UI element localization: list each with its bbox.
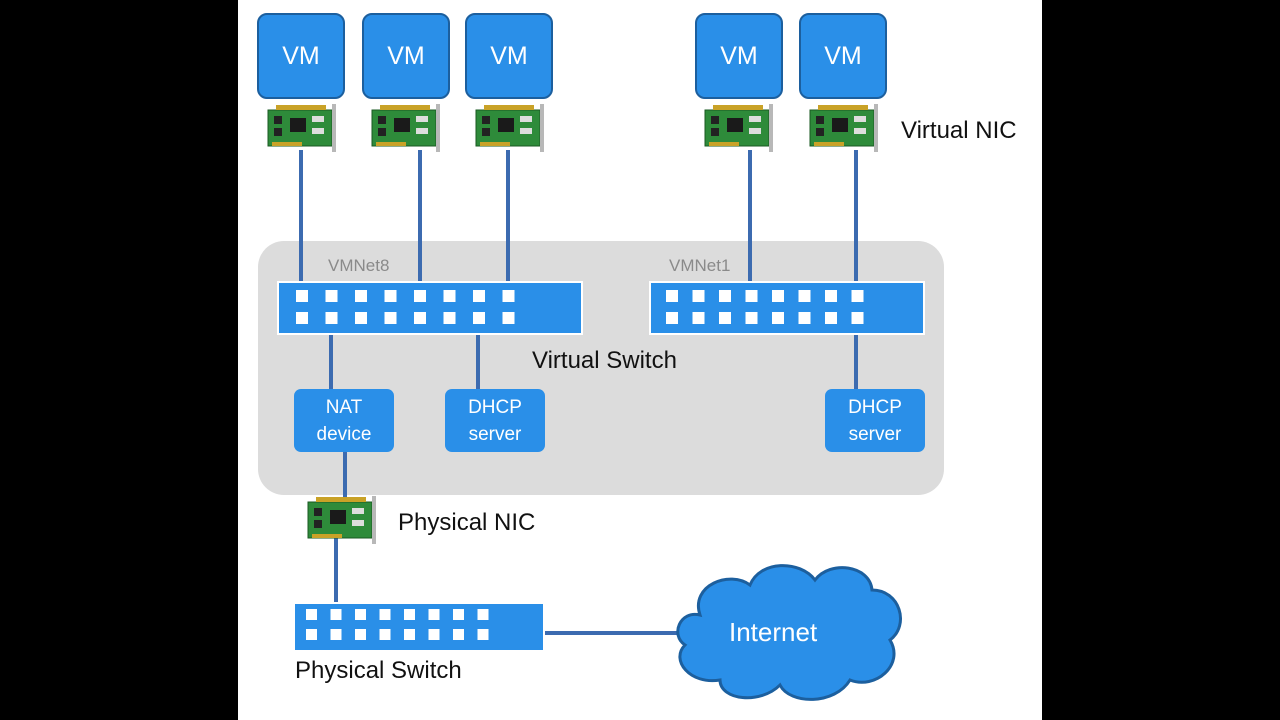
vm-box-1: VM — [257, 13, 345, 99]
switch-port — [428, 609, 440, 620]
physical-switch-label: Physical Switch — [295, 657, 462, 684]
switch-vmnet8 — [277, 281, 583, 335]
dhcp-b-line-1: DHCP — [848, 397, 902, 418]
switch-port — [666, 312, 678, 324]
dhcp-server-box-a: DHCP server — [445, 389, 545, 452]
switch-port — [477, 629, 489, 640]
switch-port — [453, 609, 464, 620]
dhcp-a-line-1: DHCP — [468, 397, 522, 418]
nat-device-box: NAT device — [294, 389, 394, 452]
virtual-nic-card-1 — [267, 104, 336, 152]
switch-port — [851, 290, 864, 302]
switch-port — [473, 312, 485, 324]
internet-label: Internet — [729, 617, 818, 647]
switch-port — [384, 290, 397, 302]
dhcp-server-box-b: DHCP server — [825, 389, 925, 452]
vmnet1-label: VMNet1 — [669, 256, 731, 275]
switch-port — [296, 312, 308, 324]
switch-vmnet1 — [649, 281, 925, 335]
physical-nic-card — [307, 496, 376, 544]
switch-port — [772, 312, 784, 324]
switch-port — [379, 609, 391, 620]
switch-port — [719, 312, 731, 324]
switch-port — [306, 609, 317, 620]
switch-port — [692, 312, 705, 324]
switch-port — [719, 290, 731, 302]
switch-port — [772, 290, 784, 302]
switch-port — [355, 290, 367, 302]
vm-box-3: VM — [465, 13, 553, 99]
switch-port — [325, 312, 338, 324]
virtual-nic-label: Virtual NIC — [901, 117, 1017, 144]
nat-line-2: device — [316, 424, 372, 445]
vm-box-5: VM — [799, 13, 887, 99]
switch-port — [330, 609, 342, 620]
switch-port — [502, 312, 515, 324]
switch-port — [404, 629, 415, 640]
switch-port — [692, 290, 705, 302]
switch-port — [379, 629, 391, 640]
switch-port — [330, 629, 342, 640]
nat-line-1: NAT — [325, 397, 363, 418]
internet-cloud — [676, 564, 902, 701]
switch-port — [666, 290, 678, 302]
dhcp-b-line-2: server — [848, 424, 902, 445]
physical-switch — [293, 602, 545, 652]
virtual-nic-card-3 — [475, 104, 544, 152]
virtual-nic-card-5 — [809, 104, 878, 152]
switch-port — [296, 290, 308, 302]
virtual-nic-card-4 — [704, 104, 773, 152]
switch-port — [745, 312, 758, 324]
switch-port — [473, 290, 485, 302]
vmnet8-label: VMNet8 — [328, 256, 390, 275]
switch-port — [745, 290, 758, 302]
switch-port — [355, 629, 366, 640]
switch-port — [325, 290, 338, 302]
physical-nic-label: Physical NIC — [398, 509, 536, 536]
vm-box-4: VM — [695, 13, 783, 99]
virtual-nic-card-2 — [371, 104, 440, 152]
virtual-switch-label: Virtual Switch — [532, 347, 677, 374]
switch-port — [825, 290, 837, 302]
switch-port — [355, 609, 366, 620]
dhcp-a-line-2: server — [468, 424, 522, 445]
switch-port — [825, 312, 837, 324]
switch-port — [443, 290, 456, 302]
switch-port — [443, 312, 456, 324]
switch-port — [404, 609, 415, 620]
switch-port — [384, 312, 397, 324]
switch-port — [414, 290, 426, 302]
switch-port — [851, 312, 864, 324]
switch-port — [798, 290, 811, 302]
switch-port — [453, 629, 464, 640]
switch-port — [306, 629, 317, 640]
switch-port — [428, 629, 440, 640]
switch-port — [502, 290, 515, 302]
switch-port — [355, 312, 367, 324]
switch-port — [798, 312, 811, 324]
switch-port — [477, 609, 489, 620]
vm-box-2: VM — [362, 13, 450, 99]
switch-port — [414, 312, 426, 324]
